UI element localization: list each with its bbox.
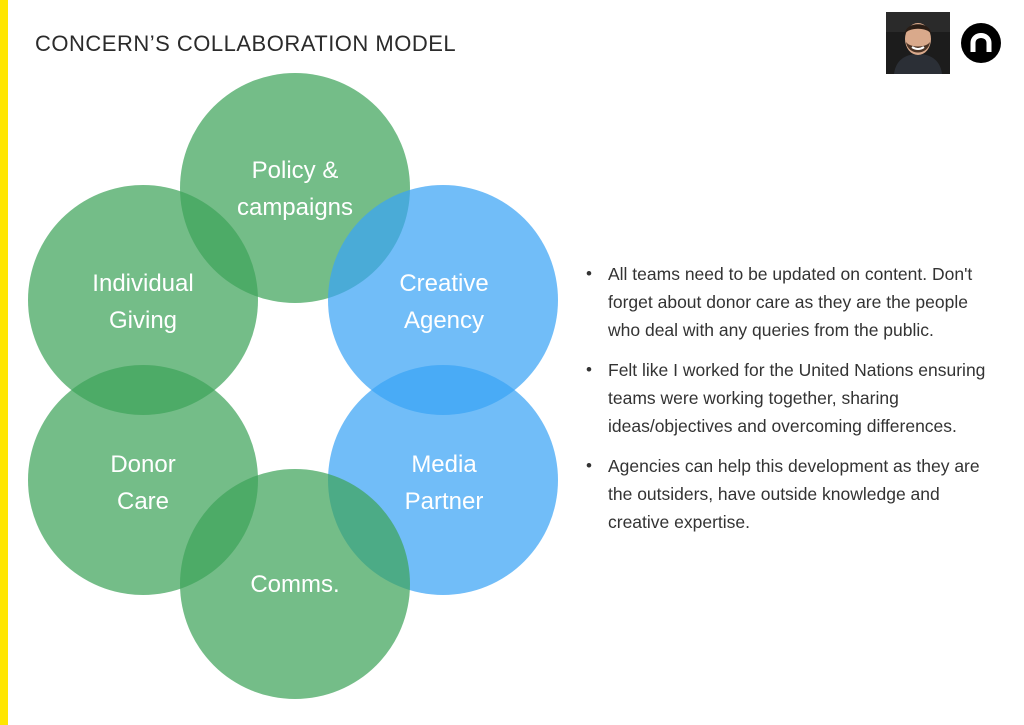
node-label-media-partner: Media Partner [404,451,484,515]
circle-comms [180,469,410,699]
bullet-item: • All teams need to be updated on conten… [584,260,1004,344]
collaboration-diagram: Policy & campaigns Individual Giving Cre… [28,73,558,699]
bullet-list: • All teams need to be updated on conten… [584,260,1004,548]
bullet-item: • Felt like I worked for the United Nati… [584,356,1004,440]
presenter-portrait-icon [886,12,950,74]
diagram-circles [28,73,558,699]
node-label-individual-giving: Individual Giving [92,270,194,334]
node-label-comms: Comms. [250,571,340,598]
bullet-text: Felt like I worked for the United Nation… [608,360,986,436]
node-label-creative-agency: Creative Agency [399,270,489,334]
bullet-text: Agencies can help this development as th… [608,456,980,532]
bullet-marker: • [586,456,592,475]
node-label-donor-care: Donor Care [110,451,176,515]
circle-individual-giving [28,185,258,415]
circle-creative-agency [328,185,558,415]
accent-bar [0,0,8,725]
bullet-marker: • [586,264,592,283]
node-label-policy: Policy & campaigns [236,157,354,221]
bullet-marker: • [586,360,592,379]
bullet-text: All teams need to be updated on content.… [608,264,973,340]
slide-title: CONCERN’S COLLABORATION MODEL [35,31,457,56]
brand-logo-icon [961,23,1001,63]
bullet-item: • Agencies can help this development as … [584,452,1004,536]
